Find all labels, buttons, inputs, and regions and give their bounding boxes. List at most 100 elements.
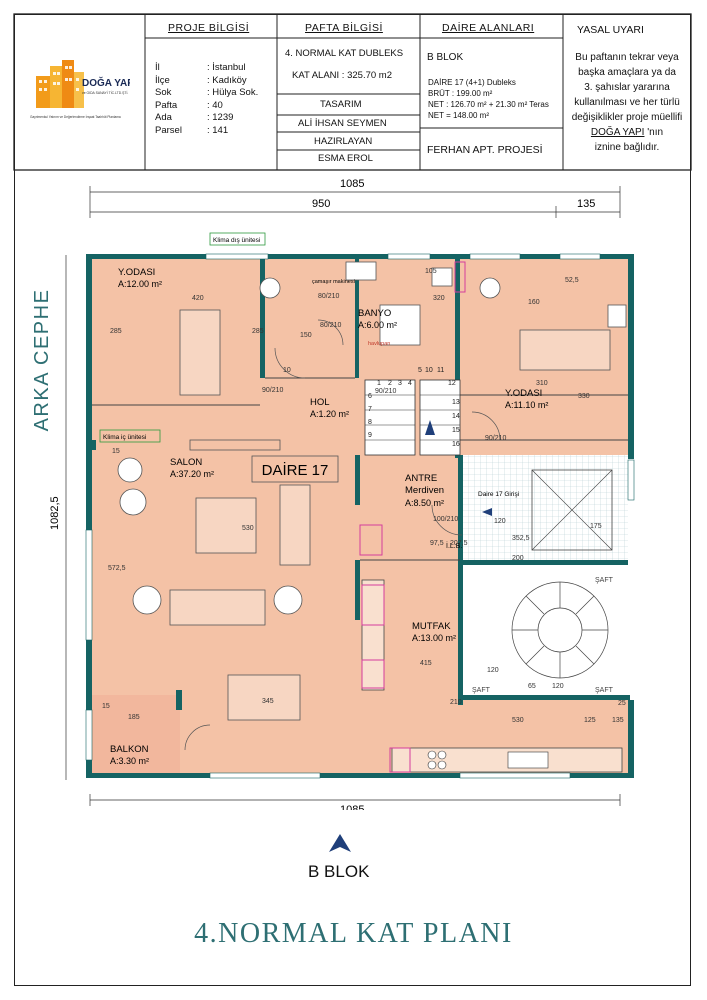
dimension-label: 185 bbox=[128, 714, 140, 721]
room-area: A:13.00 m² bbox=[412, 633, 456, 643]
project-info-row: Sok : Hülya Sok. bbox=[155, 87, 273, 100]
camasir-label: çamaşır makinesi bbox=[312, 279, 355, 285]
dimension-label: 25 bbox=[618, 700, 626, 707]
pafta-line2: KAT ALANI : 325.70 m2 bbox=[292, 70, 392, 81]
dimension-label: 15 bbox=[102, 703, 110, 710]
shower-tray bbox=[379, 304, 421, 346]
desk-chair-left bbox=[259, 277, 281, 299]
entry-arrow bbox=[482, 508, 492, 516]
project-info-label: Parsel bbox=[155, 124, 182, 136]
room-area: A:37.20 m² bbox=[170, 469, 214, 479]
dim-top-left: 950 bbox=[312, 198, 330, 210]
klima-dis-box bbox=[209, 232, 266, 246]
footer-title: 4.NORMAL KAT PLANI bbox=[194, 918, 513, 949]
bedside-item bbox=[607, 304, 627, 328]
project-info-value: : 1239 bbox=[207, 112, 234, 123]
project-info-label: İlçe bbox=[155, 74, 170, 86]
project-info-value: : İstanbul bbox=[207, 62, 246, 73]
chair-round bbox=[117, 457, 143, 483]
project-info-value: : 141 bbox=[207, 124, 229, 136]
desk-chair-right bbox=[479, 277, 501, 299]
room-name: HOL bbox=[310, 397, 330, 408]
dimension-label: 100/210 bbox=[433, 516, 458, 523]
dim-bottom: 1085 bbox=[340, 804, 364, 810]
stair-step-number: 12 bbox=[448, 380, 456, 387]
project-info-value: : Kadıköy bbox=[207, 74, 247, 86]
balcony-area bbox=[90, 695, 180, 775]
klima-ic-label: Klima iç ünitesi bbox=[103, 434, 146, 441]
dining-table bbox=[227, 674, 301, 721]
footer-blok: B BLOK bbox=[308, 862, 370, 881]
dimension-label: 120 bbox=[552, 683, 564, 690]
daire-alanlari-title: DAİRE ALANLARI bbox=[442, 22, 535, 34]
elevator-shaft bbox=[531, 469, 613, 551]
dimension-label: 420 bbox=[192, 295, 204, 302]
dimension-label: 160 bbox=[528, 299, 540, 306]
net2-line: NET = 148.00 m² bbox=[428, 111, 489, 120]
project-name: FERHAN APT. PROJESİ bbox=[427, 144, 543, 156]
coffee-table bbox=[195, 497, 257, 554]
dimension-label: 530 bbox=[512, 717, 524, 724]
kitchen-counter-bottom bbox=[391, 747, 623, 773]
dim-left: 1082,5 bbox=[49, 496, 61, 530]
dimension-label: 150 bbox=[300, 332, 312, 339]
dimension-label: 120 bbox=[487, 667, 499, 674]
project-info-row: İl: İstanbul bbox=[155, 62, 273, 75]
room-name: Y.ODASI bbox=[505, 388, 542, 399]
dimension-label: 90/210 bbox=[485, 435, 507, 442]
room-name: ANTRE bbox=[405, 473, 437, 484]
room-name: Y.ODASI bbox=[118, 267, 155, 278]
sofa-right bbox=[279, 484, 311, 566]
entry-label: Daire 17 Girişi bbox=[478, 491, 519, 498]
round-table bbox=[119, 488, 147, 516]
room-area: A:8.50 m² bbox=[405, 498, 444, 508]
armchair-left bbox=[132, 585, 162, 615]
room-area: A:12.00 m² bbox=[118, 279, 162, 289]
yasal-title: YASAL UYARI bbox=[577, 24, 644, 36]
daire-line: DAİRE 17 (4+1) Dubleks bbox=[428, 78, 516, 87]
dimension-label: 10 bbox=[283, 367, 291, 374]
proje-bilgisi-title: PROJE BİLGİSİ bbox=[168, 22, 250, 34]
dim-top-total: 1085 bbox=[340, 178, 364, 190]
project-info-value: : 40 bbox=[207, 99, 223, 111]
dimension-label: 207,5 bbox=[450, 540, 468, 547]
dimension-label: 125 bbox=[584, 717, 596, 724]
floor-plan: 1085 950 135 1082,5 ARKA CEPHE 1085 bbox=[31, 178, 635, 810]
room-name: BALKON bbox=[110, 744, 149, 755]
logo-name: DOĞA YAPI bbox=[82, 76, 130, 89]
sink bbox=[345, 261, 377, 281]
dimension-label: 320 bbox=[433, 295, 445, 302]
brut-line: BRÜT : 199.00 m² bbox=[428, 89, 493, 98]
dimension-label: 80/210 bbox=[320, 322, 342, 329]
kitchen-counter-left bbox=[361, 579, 385, 691]
room-area: A:6.00 m² bbox=[358, 320, 397, 330]
dimension-label: 15 bbox=[112, 448, 120, 455]
project-info-label: Pafta bbox=[155, 99, 178, 111]
klima-dis-label: Klima dış ünitesi bbox=[213, 237, 260, 244]
tasarim-label: TASARIM bbox=[320, 99, 362, 110]
project-info-label: Sok bbox=[155, 87, 172, 98]
stair-step-number: 3 bbox=[398, 380, 402, 387]
room-name: BANYO bbox=[358, 308, 391, 319]
dimension-label: 52,5 bbox=[565, 277, 579, 284]
dimension-label: 330 bbox=[578, 393, 590, 400]
dimension-label: 345 bbox=[262, 698, 274, 705]
project-info-value: : Hülya Sok. bbox=[207, 87, 259, 98]
dimension-label: 572,5 bbox=[108, 565, 126, 572]
dimension-label: 90/210 bbox=[262, 387, 284, 394]
dimension-label: 310 bbox=[536, 380, 548, 387]
stair-step-number: 2 bbox=[388, 380, 392, 387]
yasal-text: Bu paftanın tekrar veya başka amaçlara y… bbox=[571, 52, 683, 153]
stair-step-number: 14 bbox=[452, 413, 460, 420]
stair-step-number: 16 bbox=[452, 441, 460, 448]
sofa-bottom bbox=[169, 589, 266, 626]
stair-step-number: 4 bbox=[408, 380, 412, 387]
stair-step-number: 6 bbox=[368, 393, 372, 400]
wc bbox=[431, 267, 453, 287]
dimension-label: 200 bbox=[512, 555, 524, 562]
dimension-label: 352,5 bbox=[512, 535, 530, 542]
daire-box bbox=[251, 455, 339, 483]
pafta-line1: 4. NORMAL KAT DUBLEKS bbox=[285, 48, 404, 59]
